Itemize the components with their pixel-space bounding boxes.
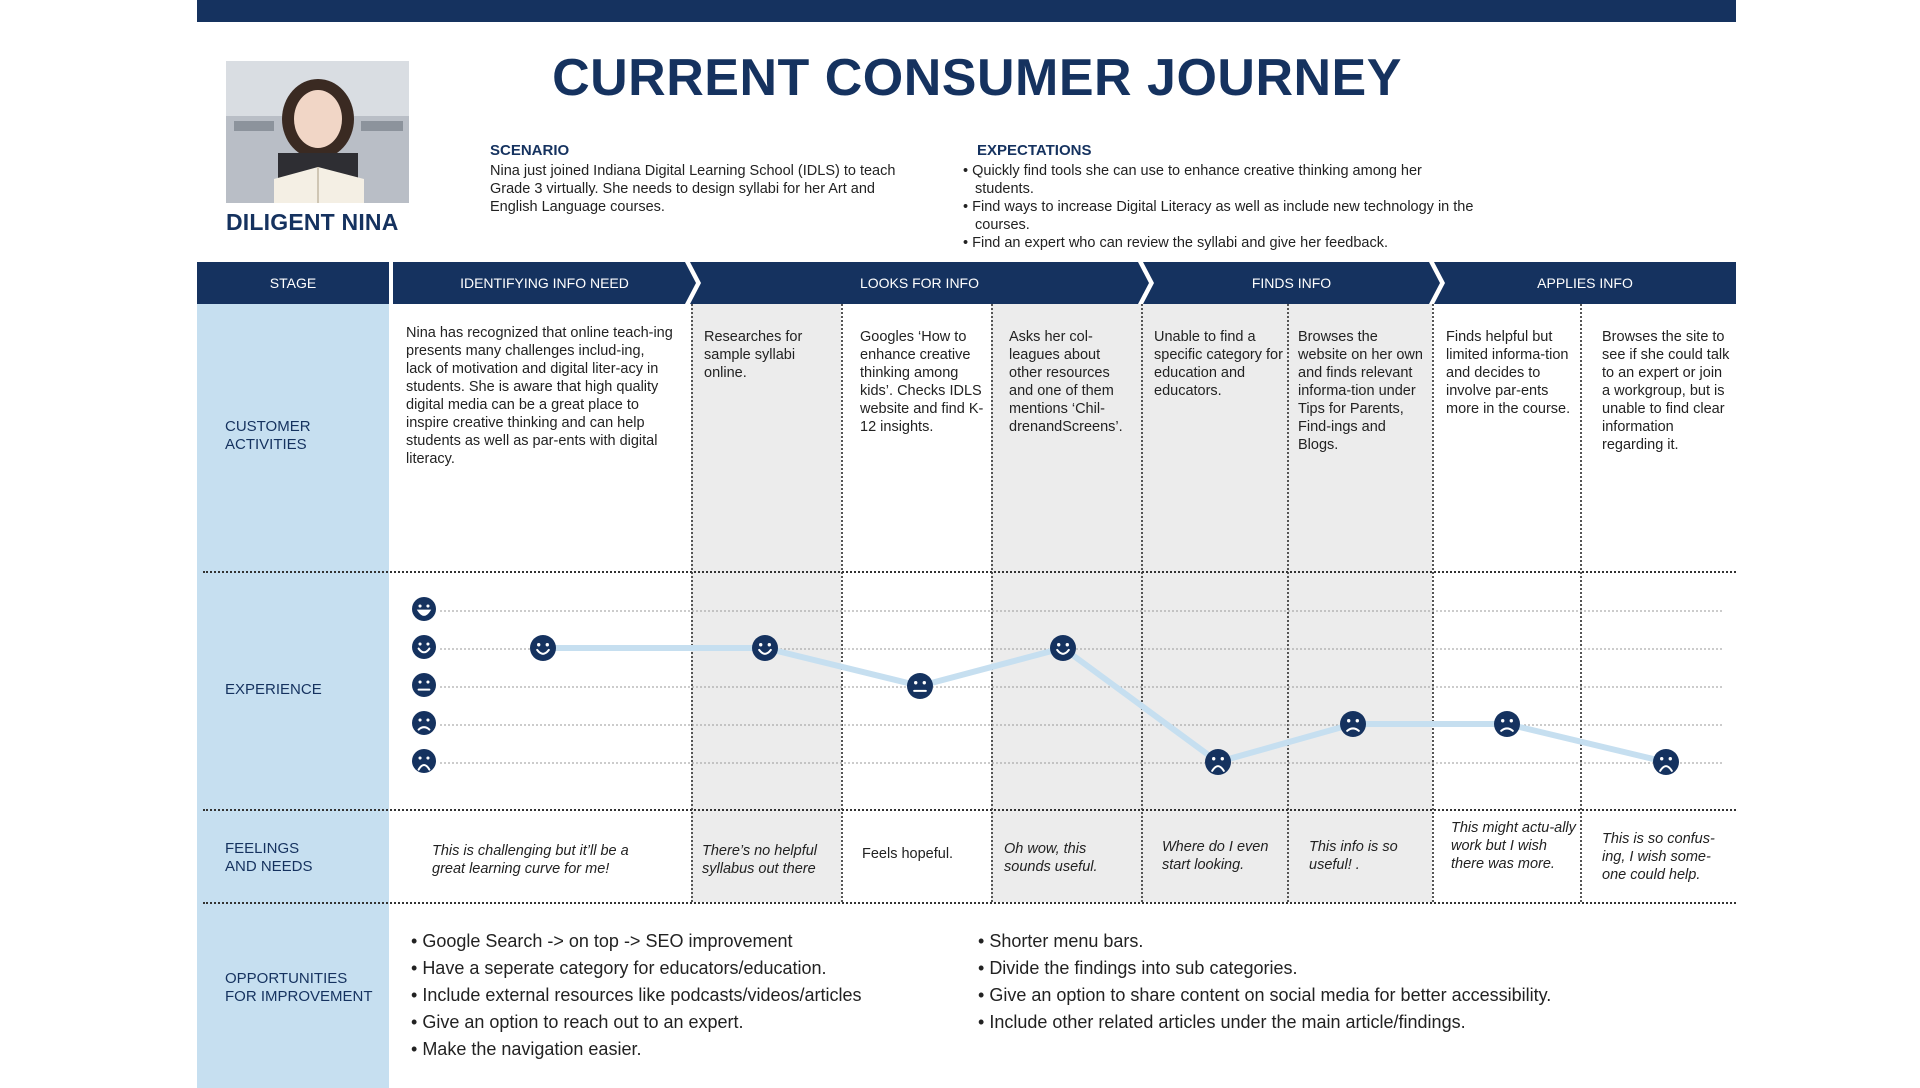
opportunity-item: Shorter menu bars. bbox=[978, 928, 1551, 955]
expectation-item: Quickly find tools she can use to enhanc… bbox=[963, 162, 1483, 198]
opportunity-item: Give an option to share content on socia… bbox=[978, 982, 1551, 1009]
column-divider bbox=[1432, 304, 1434, 902]
persona-name: DILIGENT NINA bbox=[226, 209, 399, 235]
opportunity-item: Include external resources like podcasts… bbox=[411, 982, 861, 1009]
expectations-heading: EXPECTATIONS bbox=[977, 142, 1092, 159]
row-divider bbox=[203, 809, 1736, 811]
scenario-text: Nina just joined Indiana Digital Learnin… bbox=[490, 163, 896, 215]
feeling-text: Where do I even start looking. bbox=[1162, 839, 1269, 873]
experience-point-icon bbox=[1653, 749, 1679, 775]
opportunity-item: Divide the findings into sub categories. bbox=[978, 955, 1551, 982]
row-label-line: FEELINGS bbox=[225, 840, 300, 857]
activity-text: Nina has recognized that online teach-in… bbox=[406, 325, 673, 467]
opportunities-list-right: Shorter menu bars. Divide the findings i… bbox=[978, 928, 1551, 1036]
feeling-text: This info is so useful! . bbox=[1309, 839, 1398, 873]
persona-photo bbox=[226, 61, 409, 203]
row-label-experience: EXPERIENCE bbox=[225, 681, 322, 698]
row-divider bbox=[203, 571, 1736, 573]
column-divider bbox=[991, 304, 993, 902]
column-divider bbox=[1287, 304, 1289, 902]
row-label-opportunities: OPPORTUNITIES FOR IMPROVEMENT bbox=[225, 970, 373, 1006]
opportunity-item: Give an option to reach out to an expert… bbox=[411, 1009, 862, 1036]
activity-text: Finds helpful but limited informa-tion a… bbox=[1446, 329, 1571, 417]
feeling-text: There’s no helpful syllabus out there bbox=[702, 843, 818, 877]
row-label-line: OPPORTUNITIES bbox=[225, 970, 348, 987]
activity-text: Browses the site to see if she could tal… bbox=[1602, 329, 1730, 453]
activity-text: Browses the website on her own and finds… bbox=[1298, 329, 1423, 453]
experience-point-icon bbox=[530, 635, 556, 661]
grey-column bbox=[1287, 304, 1432, 902]
opportunities-list-left: Google Search -> on top -> SEO improveme… bbox=[411, 928, 862, 1063]
scale-face-icon bbox=[412, 711, 436, 735]
page-title: CURRENT CONSUMER JOURNEY bbox=[552, 49, 1402, 107]
grey-column bbox=[991, 304, 1141, 902]
feeling-text: This is so confus-ing, I wish some-one c… bbox=[1602, 831, 1715, 883]
experience-point-icon bbox=[1340, 711, 1366, 737]
experience-line bbox=[543, 645, 1667, 765]
activity-text: Asks her col-leagues about other resourc… bbox=[1009, 329, 1123, 435]
stage-applies-info: APPLIES INFO bbox=[1434, 262, 1736, 304]
feeling-text: This might actu-ally work but I wish the… bbox=[1451, 820, 1576, 872]
scale-face-icon bbox=[412, 673, 436, 697]
row-label-column bbox=[197, 304, 389, 1088]
scenario-heading: SCENARIO bbox=[490, 142, 570, 159]
column-divider bbox=[691, 304, 693, 902]
experience-point-icon bbox=[907, 673, 933, 699]
expectation-item: Find ways to increase Digital Literacy a… bbox=[963, 198, 1483, 234]
scale-face-icon bbox=[412, 597, 436, 621]
row-label-feelings: FEELINGS AND NEEDS bbox=[225, 840, 313, 876]
stage-finds-info: FINDS INFO bbox=[1143, 262, 1440, 304]
top-banner bbox=[197, 0, 1736, 22]
feeling-text: Oh wow, this sounds useful. bbox=[1004, 841, 1098, 875]
row-label-line: AND NEEDS bbox=[225, 858, 313, 875]
expectations-list: Quickly find tools she can use to enhanc… bbox=[963, 162, 1483, 252]
column-divider bbox=[1141, 304, 1143, 902]
stage-identifying-info-need: IDENTIFYING INFO NEED bbox=[393, 262, 696, 304]
activity-text: Unable to find a specific category for e… bbox=[1154, 329, 1283, 399]
row-label-customer-activities: CUSTOMER ACTIVITIES bbox=[225, 418, 311, 454]
feeling-text: This is challenging but it’ll be a great… bbox=[432, 843, 629, 877]
experience-point-icon bbox=[1050, 635, 1076, 661]
experience-point-icon bbox=[1494, 711, 1520, 737]
activity-text: Googles ‘How to enhance creative thinkin… bbox=[860, 329, 984, 435]
row-label-line: FOR IMPROVEMENT bbox=[225, 988, 373, 1005]
stage-looks-for-info: LOOKS FOR INFO bbox=[690, 262, 1149, 304]
grey-column bbox=[691, 304, 841, 902]
stage-label: STAGE bbox=[197, 262, 389, 304]
opportunity-item: Include other related articles under the… bbox=[978, 1009, 1551, 1036]
row-label-line: CUSTOMER bbox=[225, 418, 311, 435]
row-divider bbox=[203, 902, 1736, 904]
expectation-item: Find an expert who can review the syllab… bbox=[963, 234, 1483, 252]
row-label-line: ACTIVITIES bbox=[225, 436, 307, 453]
experience-point-icon bbox=[752, 635, 778, 661]
experience-point-icon bbox=[1205, 749, 1231, 775]
activity-text: Researches for sample syllabi online. bbox=[704, 329, 803, 381]
opportunity-item: Have a seperate category for educators/e… bbox=[411, 955, 862, 982]
scale-face-icon bbox=[412, 749, 436, 773]
opportunity-item: Make the navigation easier. bbox=[411, 1036, 862, 1063]
scale-face-icon bbox=[412, 635, 436, 659]
feeling-text: Feels hopeful. bbox=[862, 846, 954, 862]
opportunity-item: Google Search -> on top -> SEO improveme… bbox=[411, 928, 862, 955]
column-divider bbox=[1580, 304, 1582, 902]
column-divider bbox=[841, 304, 843, 902]
grey-column bbox=[1141, 304, 1287, 902]
